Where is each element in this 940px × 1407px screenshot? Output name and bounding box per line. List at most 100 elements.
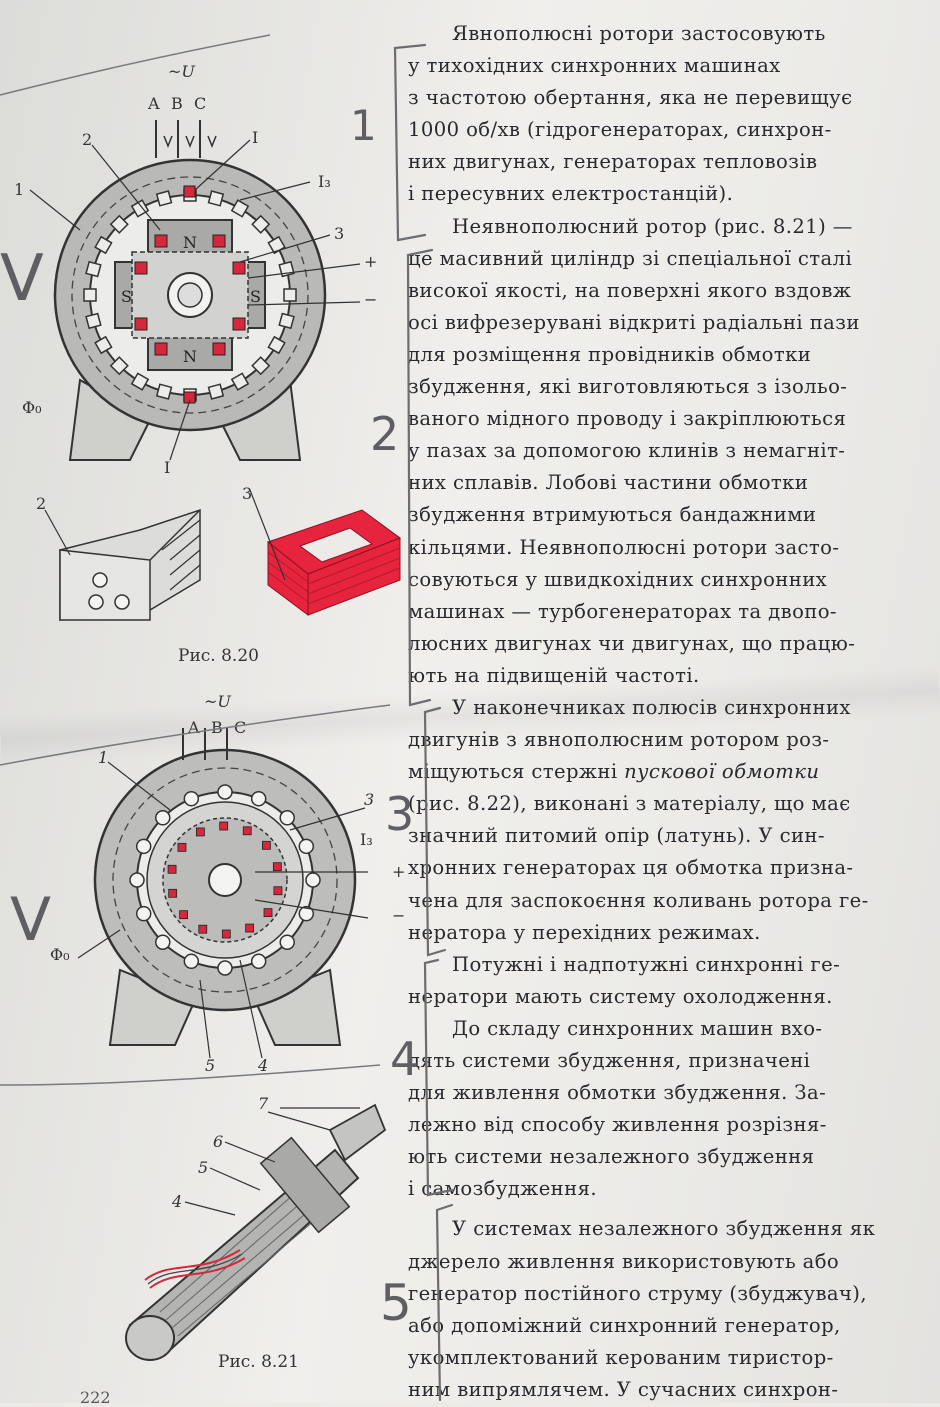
fig820-callout-i-top: I (252, 128, 259, 147)
stator-tooth (207, 190, 225, 207)
stator-tooth (278, 312, 295, 330)
stator-slot (217, 960, 233, 976)
stator-tooth (230, 372, 250, 391)
fig822-phase-c: C (234, 718, 247, 737)
text-line: У наконечниках полюсів синхронних (452, 695, 851, 719)
text-line: них двигунах, генераторах тепловозів (408, 150, 818, 174)
paragraph-nonsalient-rotor: Неявнополюсний ротор (рис. 8.21) — це ма… (408, 211, 928, 692)
text-line: і самозбудження. (408, 1177, 597, 1201)
pole-label-n-top: N (183, 233, 197, 252)
text-line: них сплавів. Лобові частини обмотки (408, 471, 809, 495)
damper-bar (221, 929, 231, 939)
stator-slot (298, 905, 315, 922)
fig822-callout-i3: I₃ (360, 830, 373, 849)
text-line: кільцями. Неявнополюсні ротори засто- (408, 535, 840, 559)
fig820-callout-i-bottom: I (164, 458, 171, 477)
stator-tooth (267, 335, 286, 355)
fig822-callout-5: 5 (205, 1056, 216, 1075)
stator-slot (279, 934, 295, 950)
stator-slot (183, 790, 200, 807)
damper-bar (219, 821, 229, 831)
text-line: укомплектований керованим тиристор- (408, 1345, 834, 1369)
damper-bar (261, 840, 271, 850)
text-line: високої якості, на поверхні якого вздовж (408, 278, 852, 302)
damper-bar (242, 826, 252, 836)
stator-slot (135, 905, 152, 922)
figure-8-20-details (44, 490, 402, 621)
stator-tooth (83, 288, 97, 302)
paragraph-salient-rotors: Явнополюсні ротори застосовують у тихохі… (408, 18, 928, 211)
stator-tooth (130, 372, 150, 391)
fig820-detail-3: 3 (242, 484, 253, 503)
figure-8-22-diagram (77, 728, 369, 1059)
stator-slot (305, 872, 321, 888)
text-line: машинах — турбогенераторах та двопо- (408, 599, 837, 623)
damper-bar (167, 864, 177, 874)
stator-slot (155, 810, 171, 826)
text-line: для живлення обмотки збудження. За- (408, 1081, 827, 1105)
pole-label-s-right: S (250, 287, 261, 306)
stator-slot (250, 790, 267, 807)
stator-tooth (85, 260, 102, 278)
text-line: (рис. 8.22), виконані з матеріалу, що ма… (408, 792, 851, 816)
fig820-callout-plus: + (364, 252, 378, 271)
fig822-callout-1: 1 (98, 748, 109, 767)
stator-tooth (155, 190, 173, 207)
text-line: збудження, які виготовляються з ізольо- (408, 375, 848, 399)
text-line: Потужні і надпотужні синхронні ге- (452, 952, 841, 976)
damper-bar (245, 923, 255, 933)
text-line: це масивний циліндр зі спеціальної сталі (408, 246, 853, 270)
text-line: ють системи незалежного збудження (408, 1145, 815, 1169)
stator-tooth (94, 335, 113, 355)
damper-bar (195, 827, 205, 837)
stator-tooth (251, 214, 271, 234)
fig822-callout-plus: + (392, 862, 406, 881)
text-line: нератори мають систему охолодження. (408, 984, 833, 1008)
damper-bar (198, 924, 208, 934)
text-line-with-term: міщуються стержні пускової обмотки (408, 756, 928, 788)
fig820-callout-3: 3 (334, 224, 345, 243)
damper-bar (272, 862, 282, 872)
fig822-supply-label: ~U (204, 692, 231, 711)
fig820-detail-2: 2 (36, 494, 47, 513)
stator-slot (135, 838, 152, 855)
text-line: совуються у швидкохідних синхронних (408, 567, 828, 591)
stator-tooth (207, 383, 225, 400)
stator-slot (279, 810, 295, 826)
stator-tooth (283, 288, 297, 302)
text-line: і пересувних електростанцій). (408, 182, 734, 206)
pole-label-n-bottom: N (183, 347, 197, 366)
text-line: хронних генераторах ця обмотка призна- (408, 856, 854, 880)
fig821-callout-7: 7 (258, 1094, 269, 1113)
stator-slot (217, 784, 233, 800)
text-line: дять системи збудження, призначені (408, 1049, 811, 1072)
fig821-callout-4: 4 (172, 1192, 183, 1211)
fig820-caption: Рис. 8.20 (178, 646, 259, 666)
fig822-phase-a: A (188, 718, 200, 737)
text-line: з частотою обертання, яка не перевищує (408, 86, 853, 110)
page-number: 222 (80, 1388, 111, 1407)
stator-slot (129, 872, 145, 888)
text-line: двигунів з явнополюсним ротором роз- (408, 728, 830, 752)
paragraph-cooling: Потужні і надпотужні синхронні ге- нерат… (408, 949, 928, 1013)
fig822-callout-minus: − (392, 906, 406, 925)
text-line: ють на підвищеній частоті. (408, 663, 700, 687)
stator-tooth (109, 214, 129, 234)
text-line: До складу синхронних машин вхо- (452, 1016, 823, 1040)
text-line: 1000 об/хв (гідрогенераторах, синхрон- (408, 118, 832, 142)
fig820-callout-i3: I₃ (318, 172, 331, 191)
text-line: у тихохідних синхронних машинах (408, 54, 781, 78)
text-line: Явнополюсні ротори застосовують (452, 22, 826, 45)
fig820-callout-1: 1 (14, 180, 25, 199)
damper-bar (263, 908, 273, 918)
stator-tooth (109, 356, 129, 376)
text-line: У системах незалежного збудження як (452, 1217, 876, 1241)
stator-slot (298, 838, 315, 855)
stator-slot (155, 934, 171, 950)
stator-tooth (230, 199, 250, 218)
text-fragment: міщуються стержні (408, 760, 625, 784)
fig820-callout-phi0: Φ₀ (22, 398, 42, 417)
stator-tooth (85, 312, 102, 330)
paragraph-independent-excitation: У системах незалежного збудження як джер… (408, 1213, 928, 1406)
text-line: джерело живлення використовують або (408, 1249, 840, 1273)
